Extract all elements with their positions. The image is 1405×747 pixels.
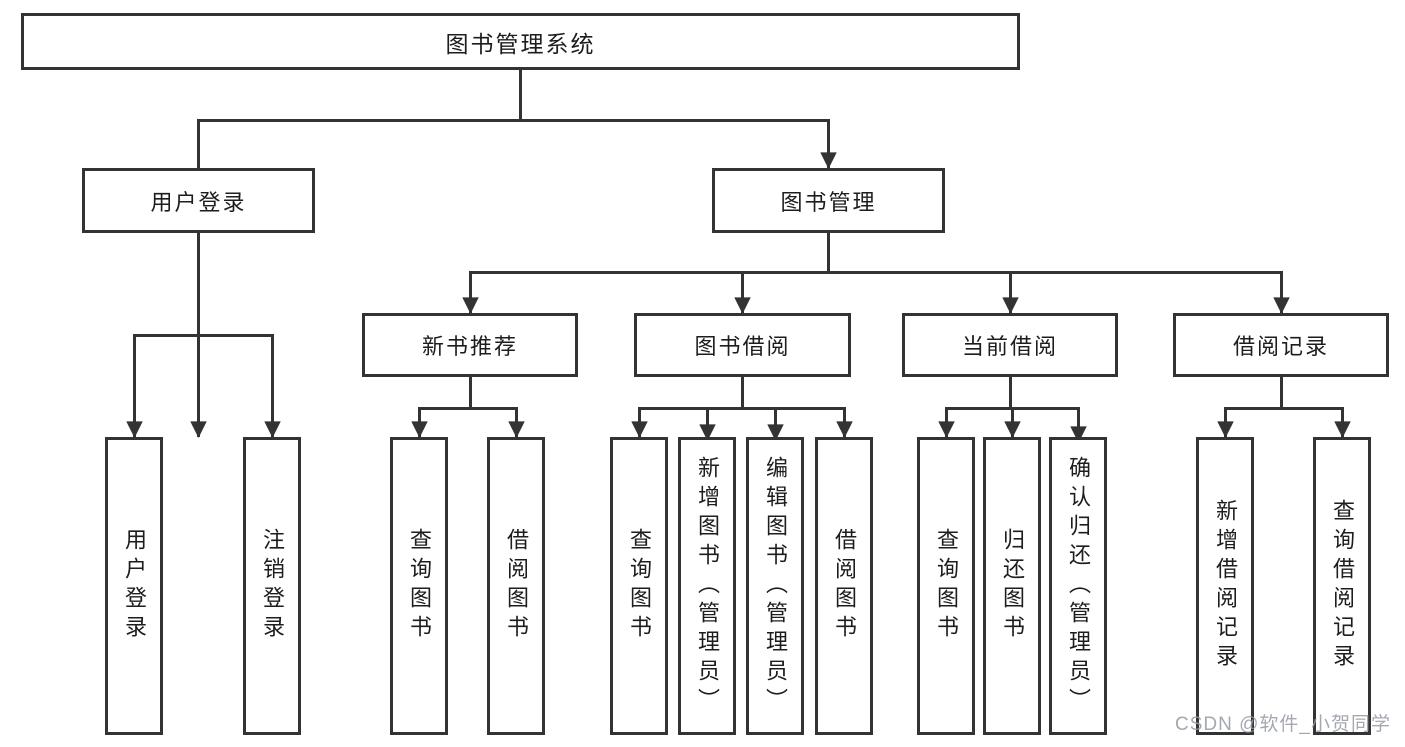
node-book-management-branch: 图书管理 [712, 168, 945, 233]
wire-g2-split [946, 377, 1079, 410]
wire-mgmt-split [470, 233, 1282, 274]
wire-g3-split [1225, 377, 1343, 410]
leaf-label: 编辑图书（管理员） [763, 455, 788, 717]
leaf-confirm-return-admin: 确认归还（管理员） [1049, 437, 1107, 735]
leaf-query-books-3: 查询图书 [917, 437, 975, 735]
wire-root-split [198, 70, 829, 122]
leaf-label: 查询图书 [407, 528, 432, 644]
leaf-add-books-admin: 新增图书（管理员） [678, 437, 736, 735]
leaf-label: 用户登录 [122, 528, 147, 644]
leaf-label: 新增图书（管理员） [695, 455, 720, 717]
leaf-label: 查询图书 [934, 528, 959, 644]
node-user-login-branch: 用户登录 [82, 168, 315, 233]
leaf-return-books: 归还图书 [983, 437, 1041, 735]
leaf-user-login: 用户登录 [105, 437, 163, 735]
leaf-borrow-books-2: 借阅图书 [815, 437, 873, 735]
leaf-label: 归还图书 [1000, 528, 1025, 644]
leaf-label: 查询借阅记录 [1330, 499, 1355, 673]
leaf-edit-books-admin: 编辑图书（管理员） [746, 437, 804, 735]
leaf-add-borrow-record: 新增借阅记录 [1196, 437, 1254, 735]
leaf-query-borrow-record: 查询借阅记录 [1313, 437, 1371, 735]
leaf-label: 注销登录 [260, 528, 285, 644]
leaf-query-books-2: 查询图书 [610, 437, 668, 735]
leaf-label: 借阅图书 [504, 528, 529, 644]
leaf-label: 查询图书 [627, 528, 652, 644]
node-root: 图书管理系统 [21, 13, 1020, 70]
node-current-borrowing: 当前借阅 [902, 313, 1118, 377]
leaf-label: 确认归还（管理员） [1066, 455, 1091, 717]
node-borrowing-records: 借阅记录 [1173, 313, 1389, 377]
node-book-borrowing: 图书借阅 [634, 313, 851, 377]
leaf-borrow-books-1: 借阅图书 [487, 437, 545, 735]
leaf-query-books-1: 查询图书 [390, 437, 448, 735]
leaf-logout: 注销登录 [243, 437, 301, 735]
leaf-label: 新增借阅记录 [1213, 499, 1238, 673]
leaf-label: 借阅图书 [832, 528, 857, 644]
wire-g0-split [419, 377, 517, 410]
node-new-book-recommendation: 新书推荐 [362, 313, 578, 377]
wire-g1-split [639, 377, 845, 410]
wire-login-split [134, 233, 273, 337]
